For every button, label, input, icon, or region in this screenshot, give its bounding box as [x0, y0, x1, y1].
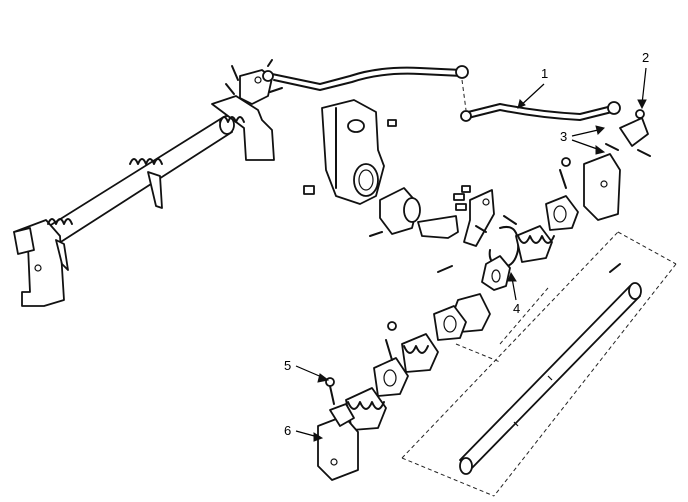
callout-4: 4 — [507, 271, 520, 316]
callout-4-label: 4 — [513, 301, 520, 316]
right-upper-bracket — [583, 109, 651, 221]
main-shaft-assembly — [13, 59, 283, 307]
lower-shaft — [459, 263, 642, 475]
callout-6-label: 6 — [284, 423, 291, 438]
callout-1: 1 — [517, 66, 548, 109]
callout-3-label: 3 — [560, 129, 567, 144]
phantom-outlines — [401, 231, 677, 497]
callout-5-label: 5 — [284, 358, 291, 373]
callout-2-label: 2 — [642, 50, 649, 65]
lower-left-bracket — [317, 377, 359, 481]
connecting-rod-upper — [262, 65, 469, 111]
hub-cam — [369, 185, 471, 273]
center-housing — [303, 99, 397, 205]
callout-3: 3 — [560, 125, 606, 155]
lever-and-clip — [463, 189, 520, 291]
callout-2: 2 — [637, 50, 649, 110]
connecting-rod-lower — [460, 101, 621, 122]
callout-5: 5 — [284, 358, 330, 383]
callout-6: 6 — [284, 423, 324, 442]
spring-coils — [345, 157, 579, 431]
callout-1-label: 1 — [541, 66, 548, 81]
